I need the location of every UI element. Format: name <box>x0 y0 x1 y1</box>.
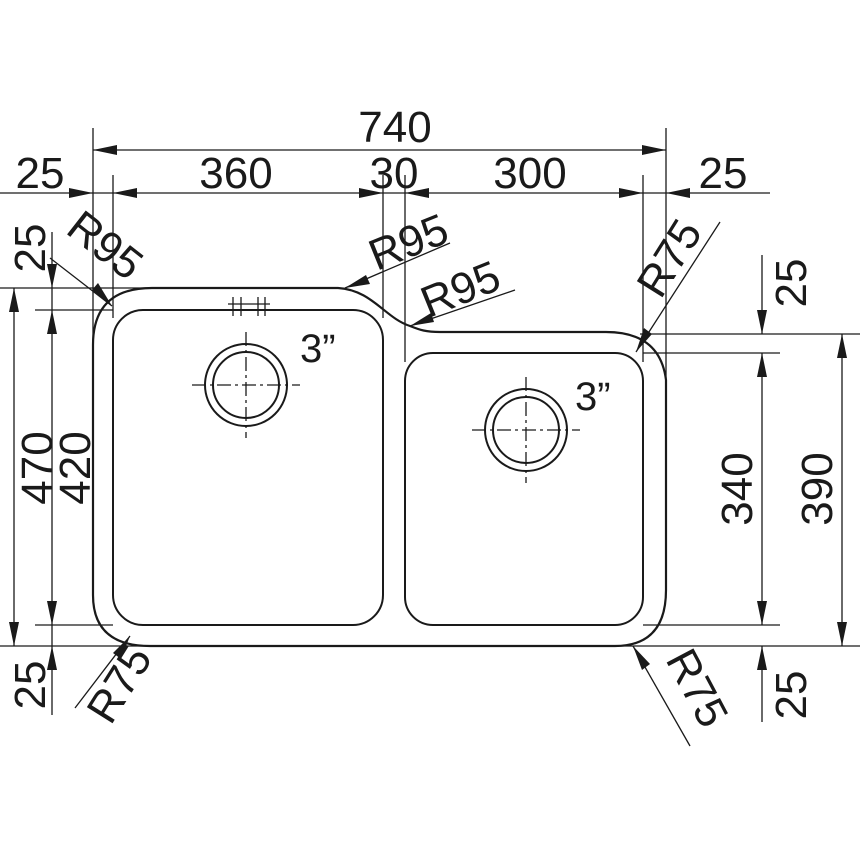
arrow <box>359 188 383 198</box>
arrow <box>410 313 434 326</box>
arrow <box>405 188 429 198</box>
dim-left-bowl-height: 420 <box>51 431 100 504</box>
radius-top-center-right: R95 <box>414 252 507 328</box>
arrow <box>113 636 130 659</box>
arrow <box>633 646 650 670</box>
radius-bottom-left: R75 <box>78 637 162 731</box>
arrow <box>93 145 117 155</box>
top-extension-lines <box>92 128 667 382</box>
dim-right-bowl-height: 340 <box>713 452 762 525</box>
dim-divider-width: 30 <box>370 149 419 198</box>
arrow <box>666 188 690 198</box>
arrow <box>757 601 767 625</box>
arrow <box>47 264 57 288</box>
dim-overall-width: 740 <box>358 103 431 152</box>
tap-marks <box>228 297 270 316</box>
arrow <box>47 310 57 334</box>
arrow <box>757 353 767 377</box>
dim-left-flange: 25 <box>16 149 65 198</box>
arrow <box>345 275 370 288</box>
dim-right-top-flange: 25 <box>767 259 816 308</box>
sink-outer-outline <box>91 286 668 648</box>
arrow <box>47 601 57 625</box>
arrow <box>837 622 847 646</box>
arrow <box>837 334 847 358</box>
radius-top-center-left: R95 <box>362 205 455 281</box>
dim-left-bottom-flange: 25 <box>6 661 55 710</box>
dim-right-overall-height: 390 <box>793 452 842 525</box>
arrow <box>619 188 643 198</box>
right-drain-label: 3” <box>575 375 611 419</box>
dim-right-flange: 25 <box>699 149 748 198</box>
arrow <box>69 188 93 198</box>
leader-top-left-radius <box>49 257 113 307</box>
dim-left-overall-height: 470 <box>13 431 62 504</box>
arrow <box>113 188 137 198</box>
right-drain <box>472 377 580 483</box>
dim-right-bottom-flange: 25 <box>767 671 816 720</box>
dim-left-top-flange: 25 <box>6 224 55 273</box>
dim-right-bowl-width: 300 <box>493 149 566 198</box>
arrow <box>92 283 112 306</box>
arrow <box>757 646 767 670</box>
arrow <box>636 328 652 352</box>
left-bowl <box>112 309 384 626</box>
arrow <box>9 622 19 646</box>
arrow <box>9 288 19 312</box>
arrow <box>642 145 666 155</box>
arrow <box>757 310 767 334</box>
radius-bottom-right: R75 <box>656 641 737 735</box>
dim-left-bowl-width: 360 <box>199 149 272 198</box>
radius-top-right: R75 <box>628 211 712 305</box>
right-bowl <box>404 352 644 626</box>
leader-top-right-radius <box>635 221 721 353</box>
radius-top-left: R95 <box>58 201 152 289</box>
left-drain-label: 3” <box>300 327 336 371</box>
right-extension-lines <box>615 333 860 647</box>
left-drain <box>192 332 300 438</box>
arrow <box>47 646 57 670</box>
